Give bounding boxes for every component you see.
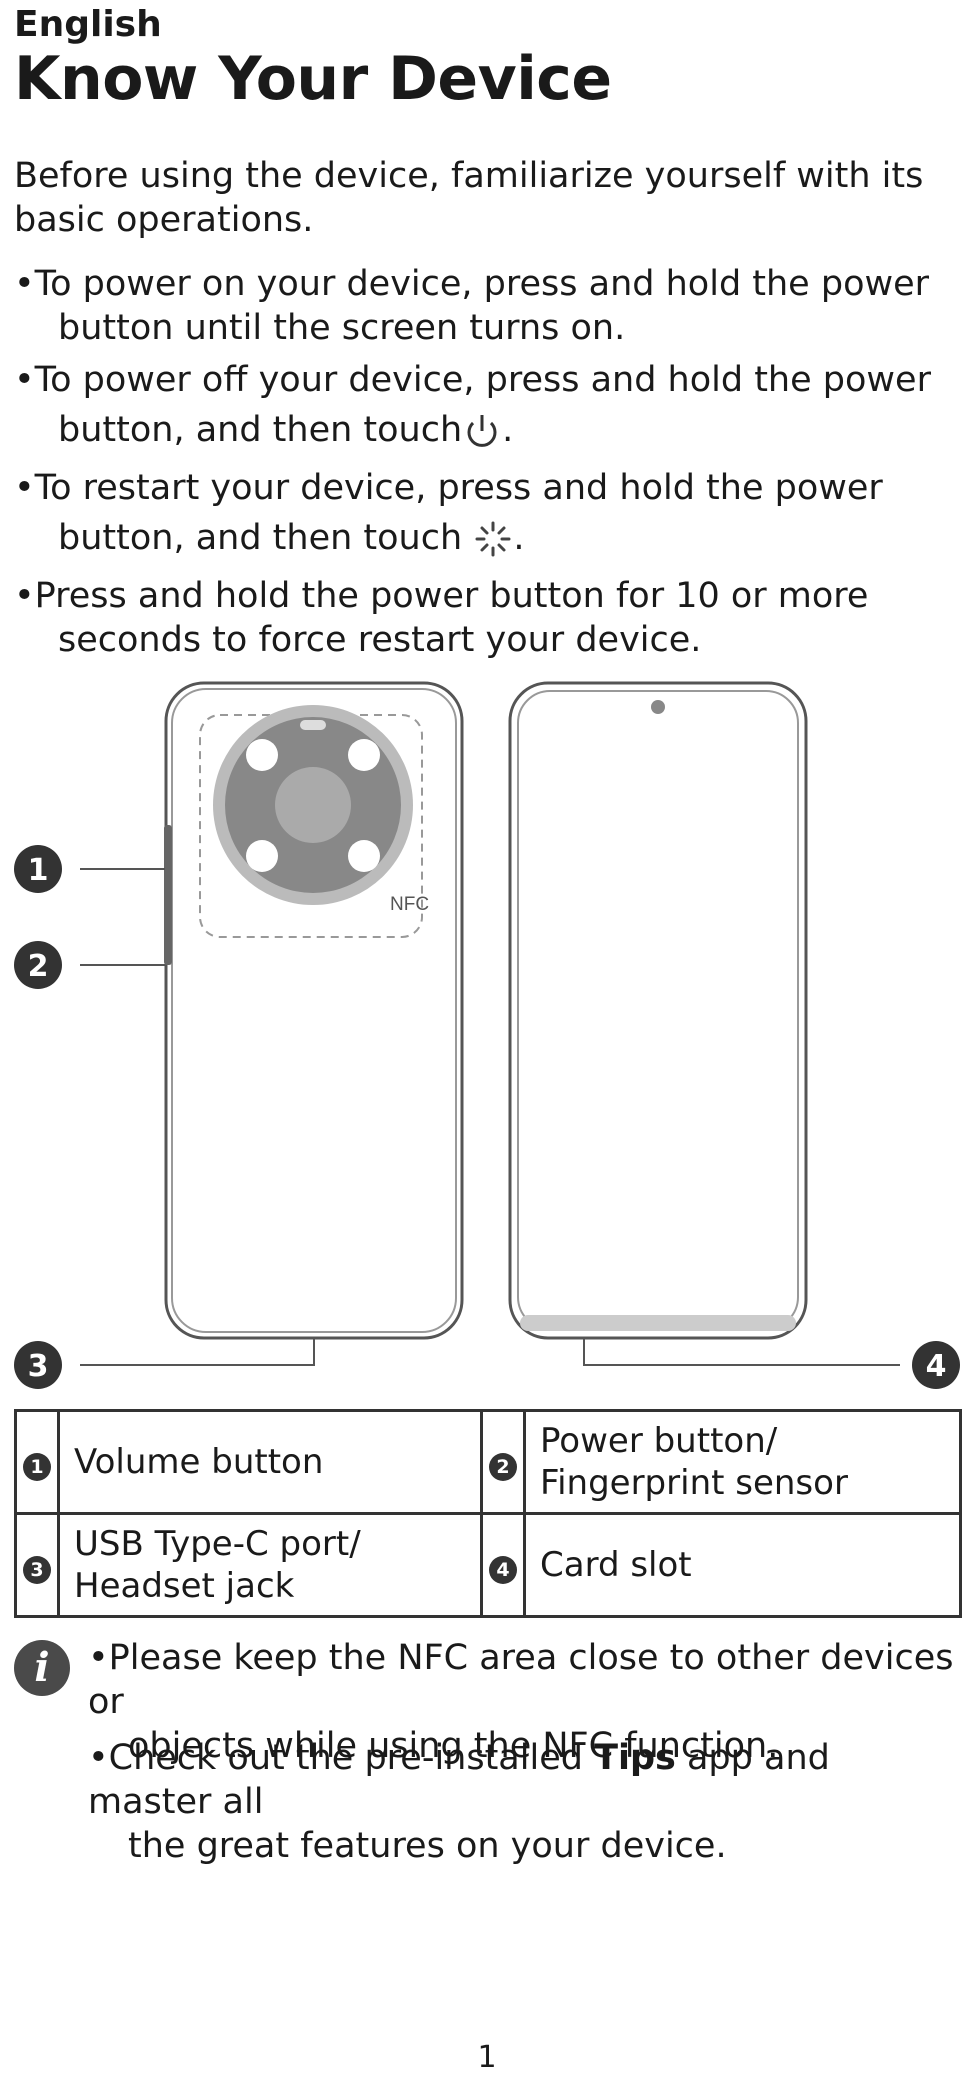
table-row: 1 Volume button 2 Power button/ Fingerpr… — [14, 1409, 962, 1515]
part-number-cell: 2 — [480, 1409, 526, 1515]
bullet-suffix: . — [502, 410, 514, 450]
bullet-line-with-icon: button, and then touch. — [14, 402, 954, 452]
part-number: 1 — [23, 1453, 51, 1481]
part-label: Power button/ Fingerprint sensor — [523, 1409, 962, 1515]
note-line: objects while using the NFC function. — [128, 1726, 779, 1766]
part-number: 3 — [23, 1556, 51, 1584]
page-title: Know Your Device — [14, 44, 612, 114]
part-label: Volume button — [57, 1409, 483, 1515]
note-line: the great features on your device. — [128, 1826, 727, 1866]
bullet-line: •To restart your device, press and hold … — [14, 468, 883, 508]
part-number: 4 — [489, 1556, 517, 1584]
bullet-line: •To power on your device, press and hold… — [14, 264, 930, 304]
note-nfc: •Please keep the NFC area close to other… — [88, 1636, 964, 1768]
note-line: •Please keep the NFC area close to other… — [88, 1638, 954, 1722]
note-tips: •Check out the pre-installed Tips app an… — [88, 1736, 964, 1868]
callout-4: 4 — [912, 1341, 960, 1389]
part-number-cell: 4 — [480, 1512, 526, 1618]
info-icon: i — [14, 1640, 70, 1696]
intro-paragraph: Before using the device, familiarize you… — [14, 156, 924, 240]
page-number: 1 — [477, 2040, 497, 2075]
callout-3: 3 — [14, 1341, 62, 1389]
bullet-suffix: . — [513, 518, 525, 558]
part-number-cell: 3 — [14, 1512, 60, 1618]
table-row: 3 USB Type-C port/ Headset jack 4 Card s… — [14, 1512, 962, 1618]
bullet-line: button until the screen turns on. — [58, 308, 626, 348]
bullet-power-off: •To power off your device, press and hol… — [14, 358, 954, 452]
note-text: •Check out the pre-installed — [88, 1738, 595, 1778]
restart-icon — [475, 521, 511, 557]
callout-number: 3 — [28, 1349, 49, 1384]
bullet-line: •To power off your device, press and hol… — [14, 360, 931, 400]
tips-app-name: Tips — [594, 1738, 676, 1778]
bullet-line-with-icon: button, and then touch . — [14, 510, 954, 560]
bullet-line: seconds to force restart your device. — [58, 620, 702, 660]
device-diagram: NFC 1 2 3 4 — [14, 681, 960, 1389]
part-label: USB Type-C port/ Headset jack — [57, 1512, 483, 1618]
phone-back-illustration — [164, 681, 464, 1340]
callout-number: 4 — [926, 1349, 947, 1384]
bullet-text: button, and then touch — [58, 410, 463, 450]
callout-lines — [80, 868, 900, 1366]
part-label: Card slot — [523, 1512, 962, 1618]
part-number: 2 — [489, 1453, 517, 1481]
note-text: app and master all — [88, 1738, 830, 1822]
callout-number: 1 — [28, 853, 49, 888]
bullet-power-on: •To power on your device, press and hold… — [14, 262, 954, 350]
callout-number: 2 — [28, 949, 49, 984]
callout-2: 2 — [14, 941, 62, 989]
bullet-force-restart: •Press and hold the power button for 10 … — [14, 574, 954, 662]
phone-front-illustration — [508, 681, 808, 1340]
callout-1: 1 — [14, 845, 62, 893]
bullet-line: •Press and hold the power button for 10 … — [14, 576, 869, 616]
bullet-text: button, and then touch — [58, 518, 463, 558]
note-line: •Check out the pre-installed Tips app an… — [88, 1738, 830, 1822]
language-label: English — [14, 4, 162, 45]
nfc-label: NFC — [390, 894, 429, 915]
bullet-restart: •To restart your device, press and hold … — [14, 466, 954, 560]
power-icon — [467, 415, 497, 447]
part-number-cell: 1 — [14, 1409, 60, 1515]
parts-table: 1 Volume button 2 Power button/ Fingerpr… — [14, 1409, 962, 1618]
